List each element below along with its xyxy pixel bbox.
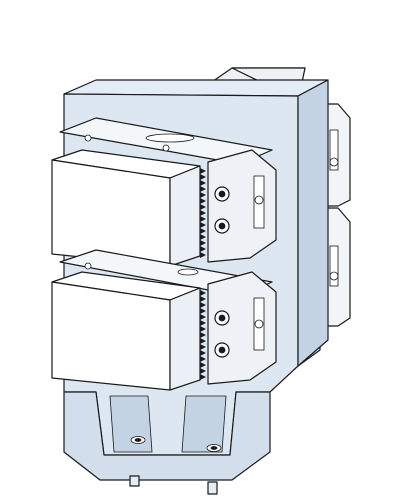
upper-workpiece-jaw bbox=[51, 159, 171, 267]
cap-screw bbox=[218, 222, 226, 230]
lower-vise-slot bbox=[177, 268, 199, 276]
serration-tooth bbox=[200, 332, 206, 338]
locating-pin bbox=[207, 481, 218, 495]
cap-screw bbox=[84, 262, 92, 270]
rear-bracket-slot-2 bbox=[329, 245, 339, 287]
serration-tooth bbox=[200, 234, 206, 240]
serration-tooth bbox=[200, 350, 206, 356]
serration-tooth bbox=[200, 320, 206, 326]
cap-screw bbox=[254, 195, 264, 205]
rear-bracket-slot-1 bbox=[329, 129, 339, 171]
mounting-hole bbox=[210, 446, 218, 450]
serration-tooth bbox=[200, 368, 206, 374]
serration-tooth bbox=[200, 198, 206, 204]
cap-screw bbox=[84, 134, 92, 142]
cap-screw bbox=[329, 157, 339, 167]
serration-tooth bbox=[200, 222, 206, 228]
cap-screw bbox=[218, 314, 226, 322]
serration-tooth bbox=[200, 240, 206, 246]
lower-clamp-bracket bbox=[207, 271, 277, 385]
cap-screw bbox=[329, 271, 339, 281]
serration-tooth bbox=[200, 290, 206, 296]
cap-screw bbox=[218, 190, 226, 198]
serration-tooth bbox=[200, 356, 206, 362]
serration-tooth bbox=[200, 180, 206, 186]
upper-clamp-bracket bbox=[207, 149, 277, 263]
pedestal-recess-right bbox=[181, 395, 227, 453]
serration-tooth bbox=[200, 216, 206, 222]
serration-tooth bbox=[200, 296, 206, 302]
mounting-hole bbox=[134, 438, 142, 442]
base-side-face bbox=[297, 79, 329, 367]
lower-workpiece-jaw bbox=[51, 281, 171, 391]
lower-vise-assembly bbox=[51, 249, 277, 391]
lower-jaw-side bbox=[169, 287, 201, 391]
serration-tooth bbox=[200, 246, 206, 252]
serration-tooth bbox=[200, 192, 206, 198]
serration-tooth bbox=[200, 210, 206, 216]
serration-tooth bbox=[200, 252, 206, 258]
serration-tooth bbox=[200, 314, 206, 320]
serration-tooth bbox=[200, 344, 206, 350]
serration-tooth bbox=[200, 338, 206, 344]
cap-screw bbox=[254, 319, 264, 329]
upper-jaw-side bbox=[169, 165, 201, 267]
serration-tooth bbox=[200, 174, 206, 180]
serration-tooth bbox=[200, 204, 206, 210]
upper-vise-slot bbox=[145, 133, 195, 143]
locating-pin bbox=[129, 475, 140, 487]
serration-tooth bbox=[200, 326, 206, 332]
serration-tooth bbox=[200, 362, 206, 368]
serration-tooth bbox=[200, 374, 206, 380]
serration-tooth bbox=[200, 228, 206, 234]
serration-tooth bbox=[200, 168, 206, 174]
serration-tooth bbox=[200, 308, 206, 314]
pedestal-recess-left bbox=[109, 395, 153, 453]
cap-screw bbox=[162, 144, 170, 152]
base-pedestal bbox=[63, 391, 271, 481]
cap-screw bbox=[218, 346, 226, 354]
serration-tooth bbox=[200, 302, 206, 308]
base-top-face bbox=[63, 79, 329, 97]
serration-tooth bbox=[200, 186, 206, 192]
upper-vise-assembly bbox=[51, 117, 277, 267]
